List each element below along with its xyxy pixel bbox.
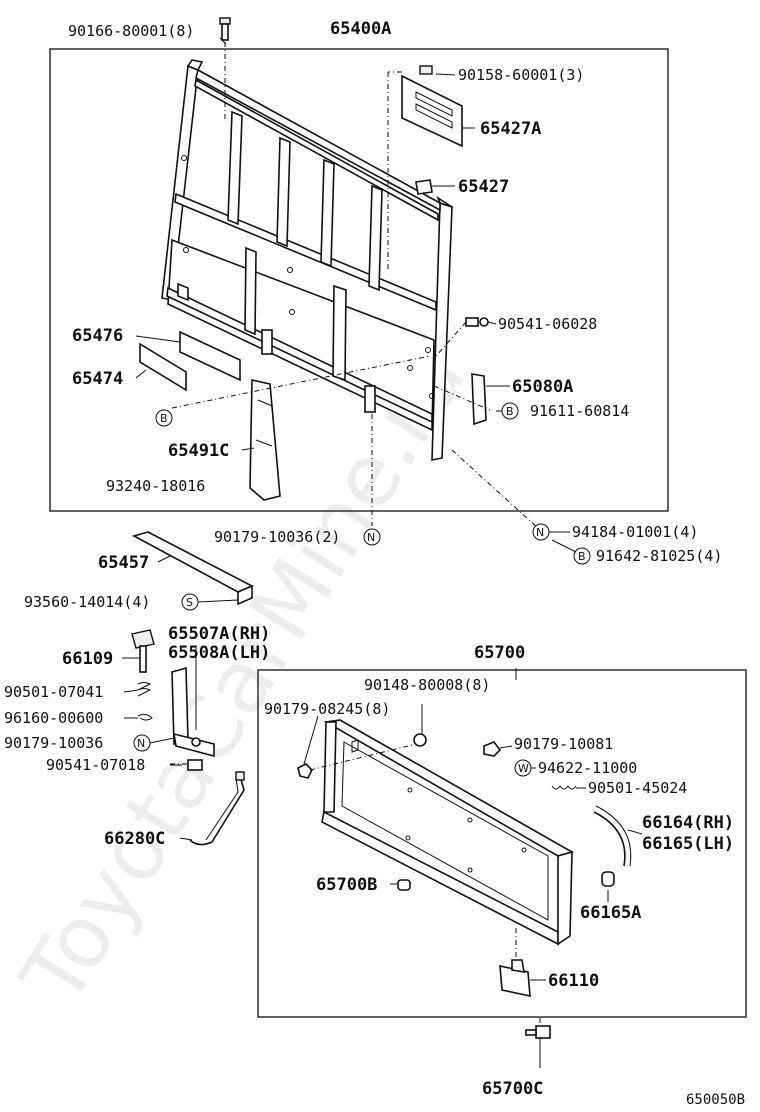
label-96160-00600: 96160-00600 (4, 709, 103, 727)
clip-96160-icon (137, 713, 153, 721)
cap-65700B-icon (397, 879, 411, 891)
marker-n-90179-10036b: N (133, 734, 151, 752)
label-94184-01001: 94184-01001(4) (572, 523, 698, 541)
bolt-65700C-icon (525, 1025, 551, 1039)
pin-66109-icon (131, 629, 155, 673)
label-65508A: 65508A(LH) (168, 643, 270, 663)
label-65427: 65427 (458, 177, 509, 197)
spring-90501-45024-icon (551, 785, 577, 790)
svg-text:B: B (506, 405, 514, 418)
svg-text:B: B (160, 412, 168, 425)
label-65700: 65700 (474, 643, 525, 663)
bracket-65427A-icon (401, 65, 463, 148)
spring-90501-07041-icon (137, 682, 152, 697)
marker-b-91642: B (573, 547, 591, 565)
label-66110: 66110 (548, 971, 599, 991)
label-65080A: 65080A (512, 377, 573, 397)
label-90158-60001: 90158-60001(3) (458, 66, 584, 84)
label-90541-07018: 90541-07018 (46, 756, 145, 774)
marker-n-90179-10036: N (363, 528, 381, 546)
bolt-90148-icon (413, 733, 427, 747)
marker-w-94622: W (514, 759, 532, 777)
label-91611-60814: 91611-60814 (530, 402, 629, 420)
label-66165: 66165(LH) (642, 834, 734, 854)
label-90179-10036-2: 90179-10036(2) (214, 528, 340, 546)
label-66164: 66164(RH) (642, 813, 734, 833)
plate-65474-icon (139, 342, 187, 392)
label-65700B: 65700B (316, 875, 377, 895)
label-65427A: 65427A (480, 119, 541, 139)
plate-65476-icon (179, 330, 241, 382)
svg-text:N: N (536, 526, 544, 539)
label-90179-10036: 90179-10036 (4, 734, 103, 752)
label-90501-45024: 90501-45024 (588, 779, 687, 797)
svg-text:N: N (367, 531, 375, 544)
label-90501-07041: 90501-07041 (4, 683, 103, 701)
marker-s-93560: S (181, 593, 199, 611)
label-90179-08245: 90179-08245(8) (264, 700, 390, 718)
nut-90179-08245-icon (297, 763, 313, 779)
label-65700C: 65700C (482, 1079, 543, 1099)
bolt-90541-07018-icon (187, 759, 203, 771)
label-65457: 65457 (98, 553, 149, 573)
header-board-group-frame (49, 48, 669, 512)
label-93560-14014: 93560-14014(4) (24, 593, 150, 611)
cover-65457-icon (131, 531, 254, 606)
marker-b-91611: B (501, 402, 519, 420)
rod-66164-icon (593, 805, 632, 867)
bracket-66110-icon (499, 959, 531, 998)
tailgate-65700-assembly (321, 719, 575, 946)
svg-text:S: S (186, 596, 193, 609)
marker-n-94184: N (532, 523, 550, 541)
latch-65080A-icon (471, 373, 487, 426)
label-66109: 66109 (62, 649, 113, 669)
nut-90179-10081-icon (483, 741, 502, 757)
label-65491C: 65491C (168, 441, 229, 461)
cap-66165A-icon (601, 871, 615, 887)
svg-text:W: W (518, 762, 529, 775)
label-65507A: 65507A(RH) (168, 624, 270, 644)
marker-b-93240: B (155, 409, 173, 427)
label-93240-18016: 93240-18016 (106, 477, 205, 495)
label-66280C: 66280C (104, 829, 165, 849)
hinge-bracket-65507A-icon (171, 666, 215, 758)
label-65474: 65474 (72, 369, 123, 389)
bolt-90541-06028-icon (465, 317, 489, 327)
bolt-90166-icon (219, 17, 231, 41)
label-90148-80008: 90148-80008(8) (364, 676, 490, 694)
label-91642-81025: 91642-81025(4) (596, 547, 722, 565)
clip-65427-icon (415, 179, 433, 195)
cable-66280C-icon (189, 771, 245, 846)
label-65476: 65476 (72, 326, 123, 346)
tailgate-group-frame (257, 669, 747, 1018)
diagram-code: 650050B (686, 1092, 745, 1108)
label-94622-11000: 94622-11000 (538, 759, 637, 777)
svg-text:N: N (137, 737, 145, 750)
label-66165A: 66165A (580, 903, 641, 923)
label-90179-10081: 90179-10081 (514, 735, 613, 753)
label-65400A: 65400A (330, 19, 391, 39)
bracket-65491C-icon (249, 379, 281, 501)
header-board-assembly (161, 59, 453, 461)
label-90541-06028: 90541-06028 (498, 315, 597, 333)
svg-text:B: B (578, 550, 586, 563)
label-90166-80001: 90166-80001(8) (68, 22, 194, 40)
